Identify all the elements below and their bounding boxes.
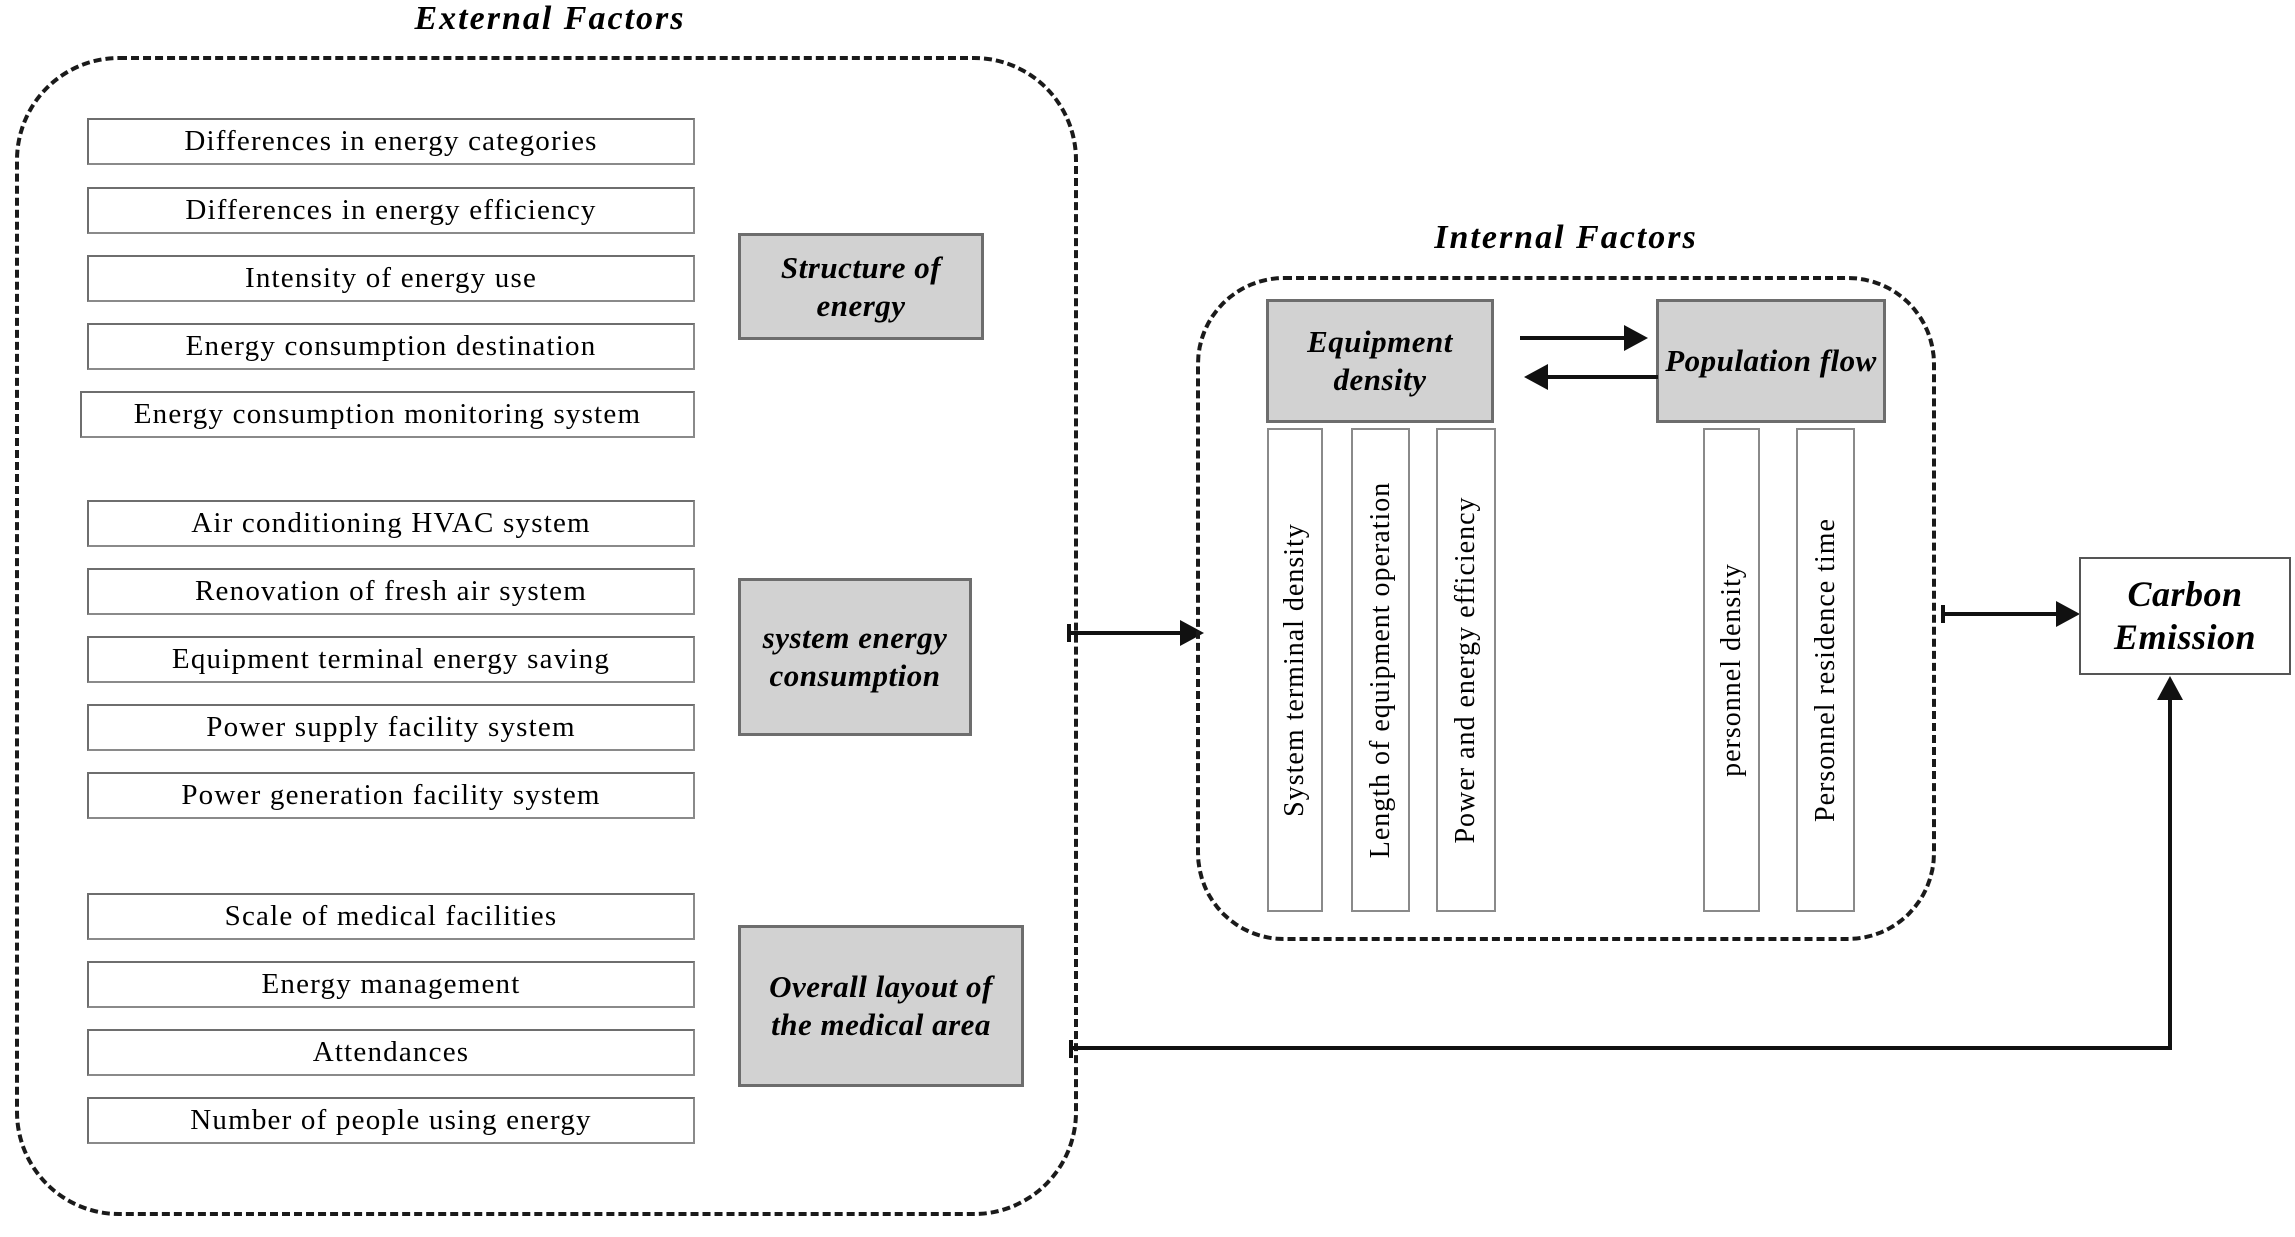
arrow-equipment-to-population-line — [1520, 336, 1630, 340]
category-overall-layout-medical-area[interactable]: Overall layout of the medical area — [738, 925, 1024, 1087]
bottom-route-vertical — [2168, 700, 2172, 1048]
external-factors-title: External Factors — [414, 0, 686, 37]
subfactor-vertical-box[interactable]: Personnel residence time — [1796, 428, 1855, 912]
category-structure-of-energy[interactable]: Structure of energy — [738, 233, 984, 340]
external-item-box[interactable]: Attendances — [87, 1029, 695, 1076]
arrow-internal-to-carbon-line — [1941, 612, 2064, 616]
bottom-route-arrowhead — [2157, 676, 2183, 700]
external-item-box[interactable]: Number of people using energy — [87, 1097, 695, 1144]
external-item-box[interactable]: Energy consumption monitoring system — [80, 391, 695, 438]
external-item-box[interactable]: Differences in energy categories — [87, 118, 695, 165]
arrow-population-to-equipment-head — [1524, 364, 1548, 390]
arrow-external-to-internal-line — [1067, 631, 1189, 635]
node-carbon-emission[interactable]: Carbon Emission — [2079, 557, 2291, 675]
arrow-internal-to-carbon-head — [2056, 601, 2080, 627]
external-item-box[interactable]: Energy consumption destination — [87, 323, 695, 370]
subfactor-label: Length of equipment operation — [1364, 481, 1396, 859]
category-system-energy-consumption[interactable]: system energy consumption — [738, 578, 972, 736]
arrow-population-to-equipment-line — [1548, 375, 1658, 379]
subfactor-vertical-box[interactable]: System terminal density — [1267, 428, 1323, 912]
bottom-route-horizontal — [1069, 1046, 2172, 1050]
subfactor-vertical-box[interactable]: Length of equipment operation — [1351, 428, 1410, 912]
external-item-box[interactable]: Power generation facility system — [87, 772, 695, 819]
arrow-external-to-internal-head — [1180, 620, 1204, 646]
external-item-box[interactable]: Air conditioning HVAC system — [87, 500, 695, 547]
arrow-equipment-to-population-head — [1624, 325, 1648, 351]
external-factors-container — [15, 56, 1078, 1216]
node-population-flow[interactable]: Population flow — [1656, 299, 1886, 423]
subfactor-vertical-box[interactable]: Power and energy efficiency — [1436, 428, 1496, 912]
external-item-box[interactable]: Renovation of fresh air system — [87, 568, 695, 615]
internal-factors-title: Internal Factors — [1434, 219, 1698, 256]
internal-factors-container — [1196, 276, 1936, 941]
external-item-box[interactable]: Equipment terminal energy saving — [87, 636, 695, 683]
subfactor-label: Personnel residence time — [1809, 518, 1841, 822]
external-item-box[interactable]: Energy management — [87, 961, 695, 1008]
external-item-box[interactable]: Scale of medical facilities — [87, 893, 695, 940]
external-item-box[interactable]: Differences in energy efficiency — [87, 187, 695, 234]
external-item-box[interactable]: Intensity of energy use — [87, 255, 695, 302]
subfactor-label: System terminal density — [1279, 523, 1310, 817]
subfactor-label: personnel density — [1715, 563, 1747, 777]
subfactor-vertical-box[interactable]: personnel density — [1703, 428, 1760, 912]
node-equipment-density[interactable]: Equipment density — [1266, 299, 1494, 423]
external-item-box[interactable]: Power supply facility system — [87, 704, 695, 751]
subfactor-label: Power and energy efficiency — [1450, 496, 1481, 844]
